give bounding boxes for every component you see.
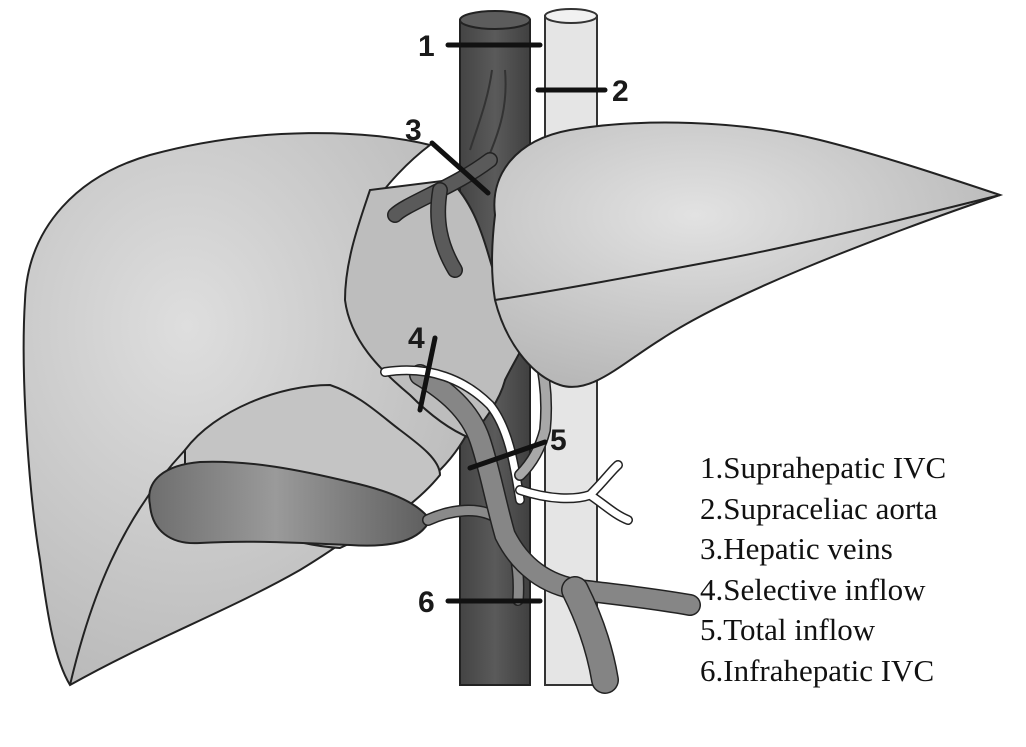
legend: 1.Suprahepatic IVC 2.Supraceliac aorta 3… xyxy=(700,448,946,691)
legend-item-infrahepatic-ivc: 6.Infrahepatic IVC xyxy=(700,651,946,692)
marker-6: 6 xyxy=(418,586,435,619)
legend-item-supraceliac-aorta: 2.Supraceliac aorta xyxy=(700,489,946,530)
marker-3: 3 xyxy=(405,114,422,147)
legend-item-hepatic-veins: 3.Hepatic veins xyxy=(700,529,946,570)
marker-1: 1 xyxy=(418,30,435,63)
legend-item-suprahepatic-ivc: 1.Suprahepatic IVC xyxy=(700,448,946,489)
marker-5: 5 xyxy=(550,424,567,457)
marker-4: 4 xyxy=(408,322,425,355)
marker-2: 2 xyxy=(612,75,629,108)
legend-item-total-inflow: 5.Total inflow xyxy=(700,610,946,651)
legend-item-selective-inflow: 4.Selective inflow xyxy=(700,570,946,611)
